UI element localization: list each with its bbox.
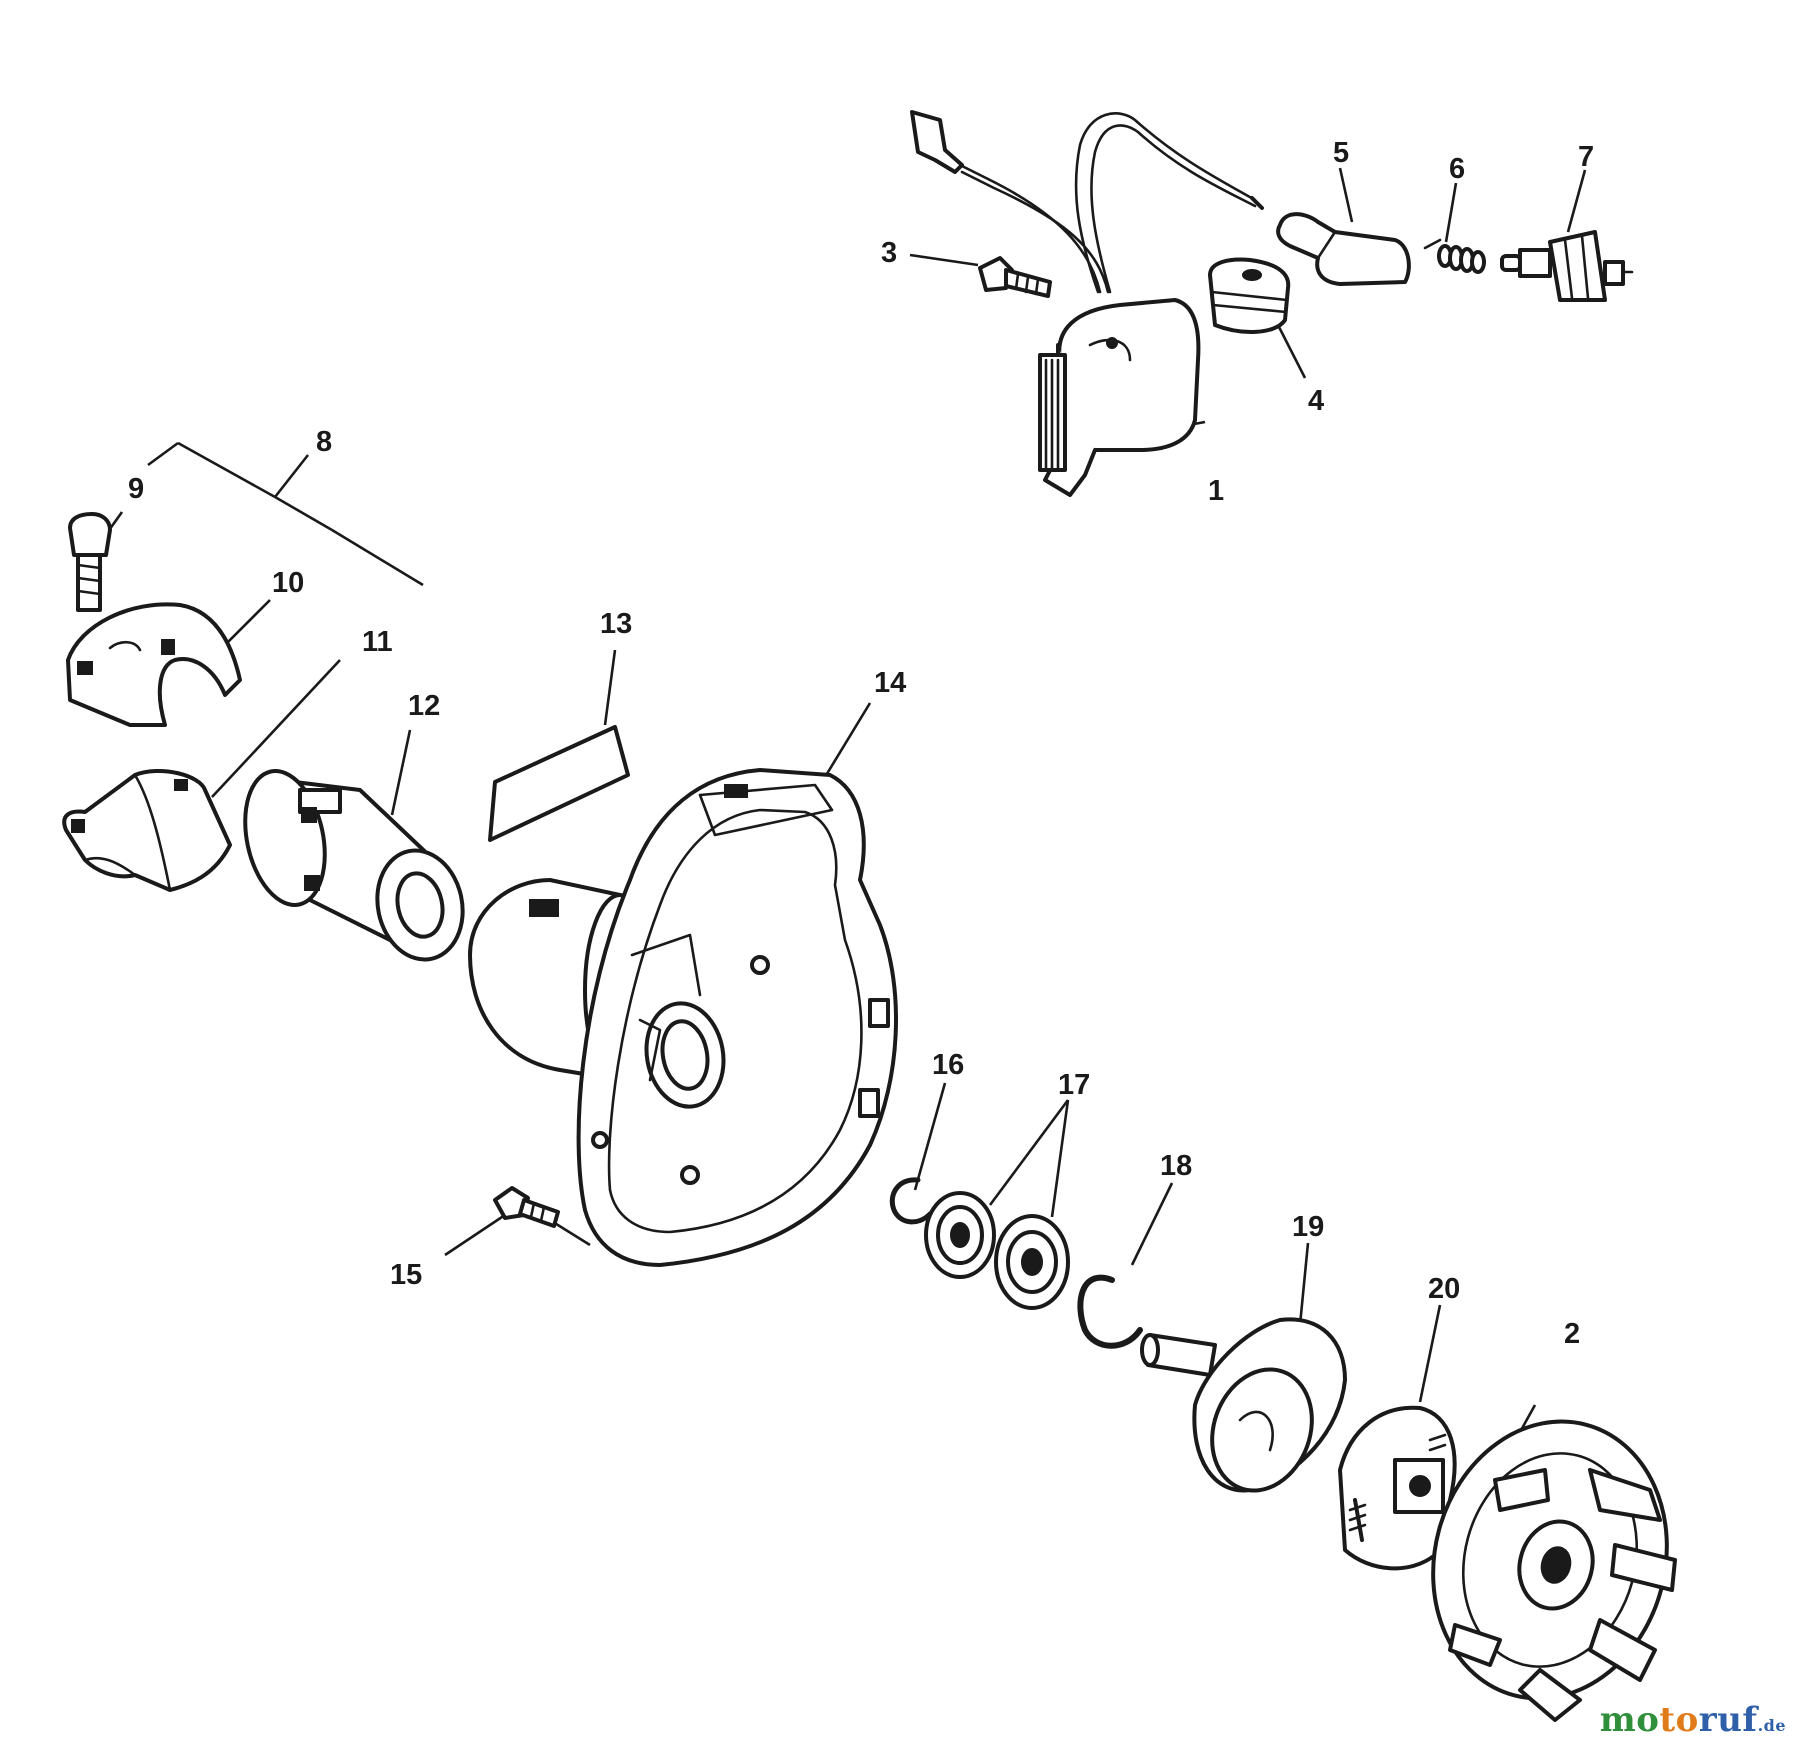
plug-cap-part-5 [1276, 212, 1411, 286]
sleeve-part-12 [243, 769, 465, 962]
circlip-part-18 [1077, 1274, 1143, 1349]
bearings-part-17 [924, 1191, 1070, 1310]
spark-plug-part-7 [1500, 230, 1634, 302]
spacer-part-4 [1208, 257, 1291, 334]
callout-20: 20 [1428, 1273, 1460, 1305]
callout-11: 11 [362, 626, 393, 658]
callout-1: 1 [1208, 475, 1224, 507]
watermark-tld: .de [1757, 1716, 1786, 1735]
callout-numbers: 1 2 3 4 5 6 7 8 9 10 11 12 13 14 15 16 1… [128, 137, 1594, 1350]
spring-part-6 [1423, 238, 1486, 274]
callout-10: 10 [272, 567, 304, 599]
screw-part-3 [978, 256, 1052, 298]
flywheel-part-2 [1431, 1419, 1677, 1722]
callout-2: 2 [1564, 1318, 1580, 1350]
callout-18: 18 [1160, 1150, 1192, 1182]
ignition-coil [910, 110, 1264, 497]
fan-housing-part-14 [468, 768, 899, 1267]
watermark-part-3: ruf [1698, 1700, 1758, 1740]
clamp-lower-part-11 [62, 768, 232, 892]
callout-19: 19 [1292, 1211, 1324, 1243]
callout-8: 8 [316, 426, 332, 458]
watermark-part-1: mo [1599, 1700, 1660, 1740]
gasket-part-13 [488, 725, 630, 842]
screw-part-15 [493, 1186, 560, 1228]
callout-12: 12 [408, 690, 440, 722]
callout-7: 7 [1578, 141, 1594, 173]
callout-6: 6 [1449, 153, 1465, 185]
callout-13: 13 [600, 608, 632, 640]
clutch-drum-part-19 [1140, 1317, 1347, 1493]
callout-3: 3 [881, 237, 897, 269]
callout-17: 17 [1058, 1069, 1090, 1101]
clamp-upper-part-10 [66, 602, 242, 727]
callout-16: 16 [932, 1049, 964, 1081]
clutch-shoe-part-20 [1338, 1405, 1457, 1571]
callout-9: 9 [128, 473, 144, 505]
watermark-logo: motoruf.de [1600, 1700, 1786, 1740]
bolt-part-9 [68, 512, 112, 612]
callout-5: 5 [1333, 137, 1349, 169]
snap-ring-part-16 [889, 1177, 933, 1225]
callout-4: 4 [1308, 385, 1324, 417]
watermark-part-2: to [1659, 1700, 1699, 1740]
callout-15: 15 [390, 1259, 422, 1291]
callout-14: 14 [874, 667, 906, 699]
